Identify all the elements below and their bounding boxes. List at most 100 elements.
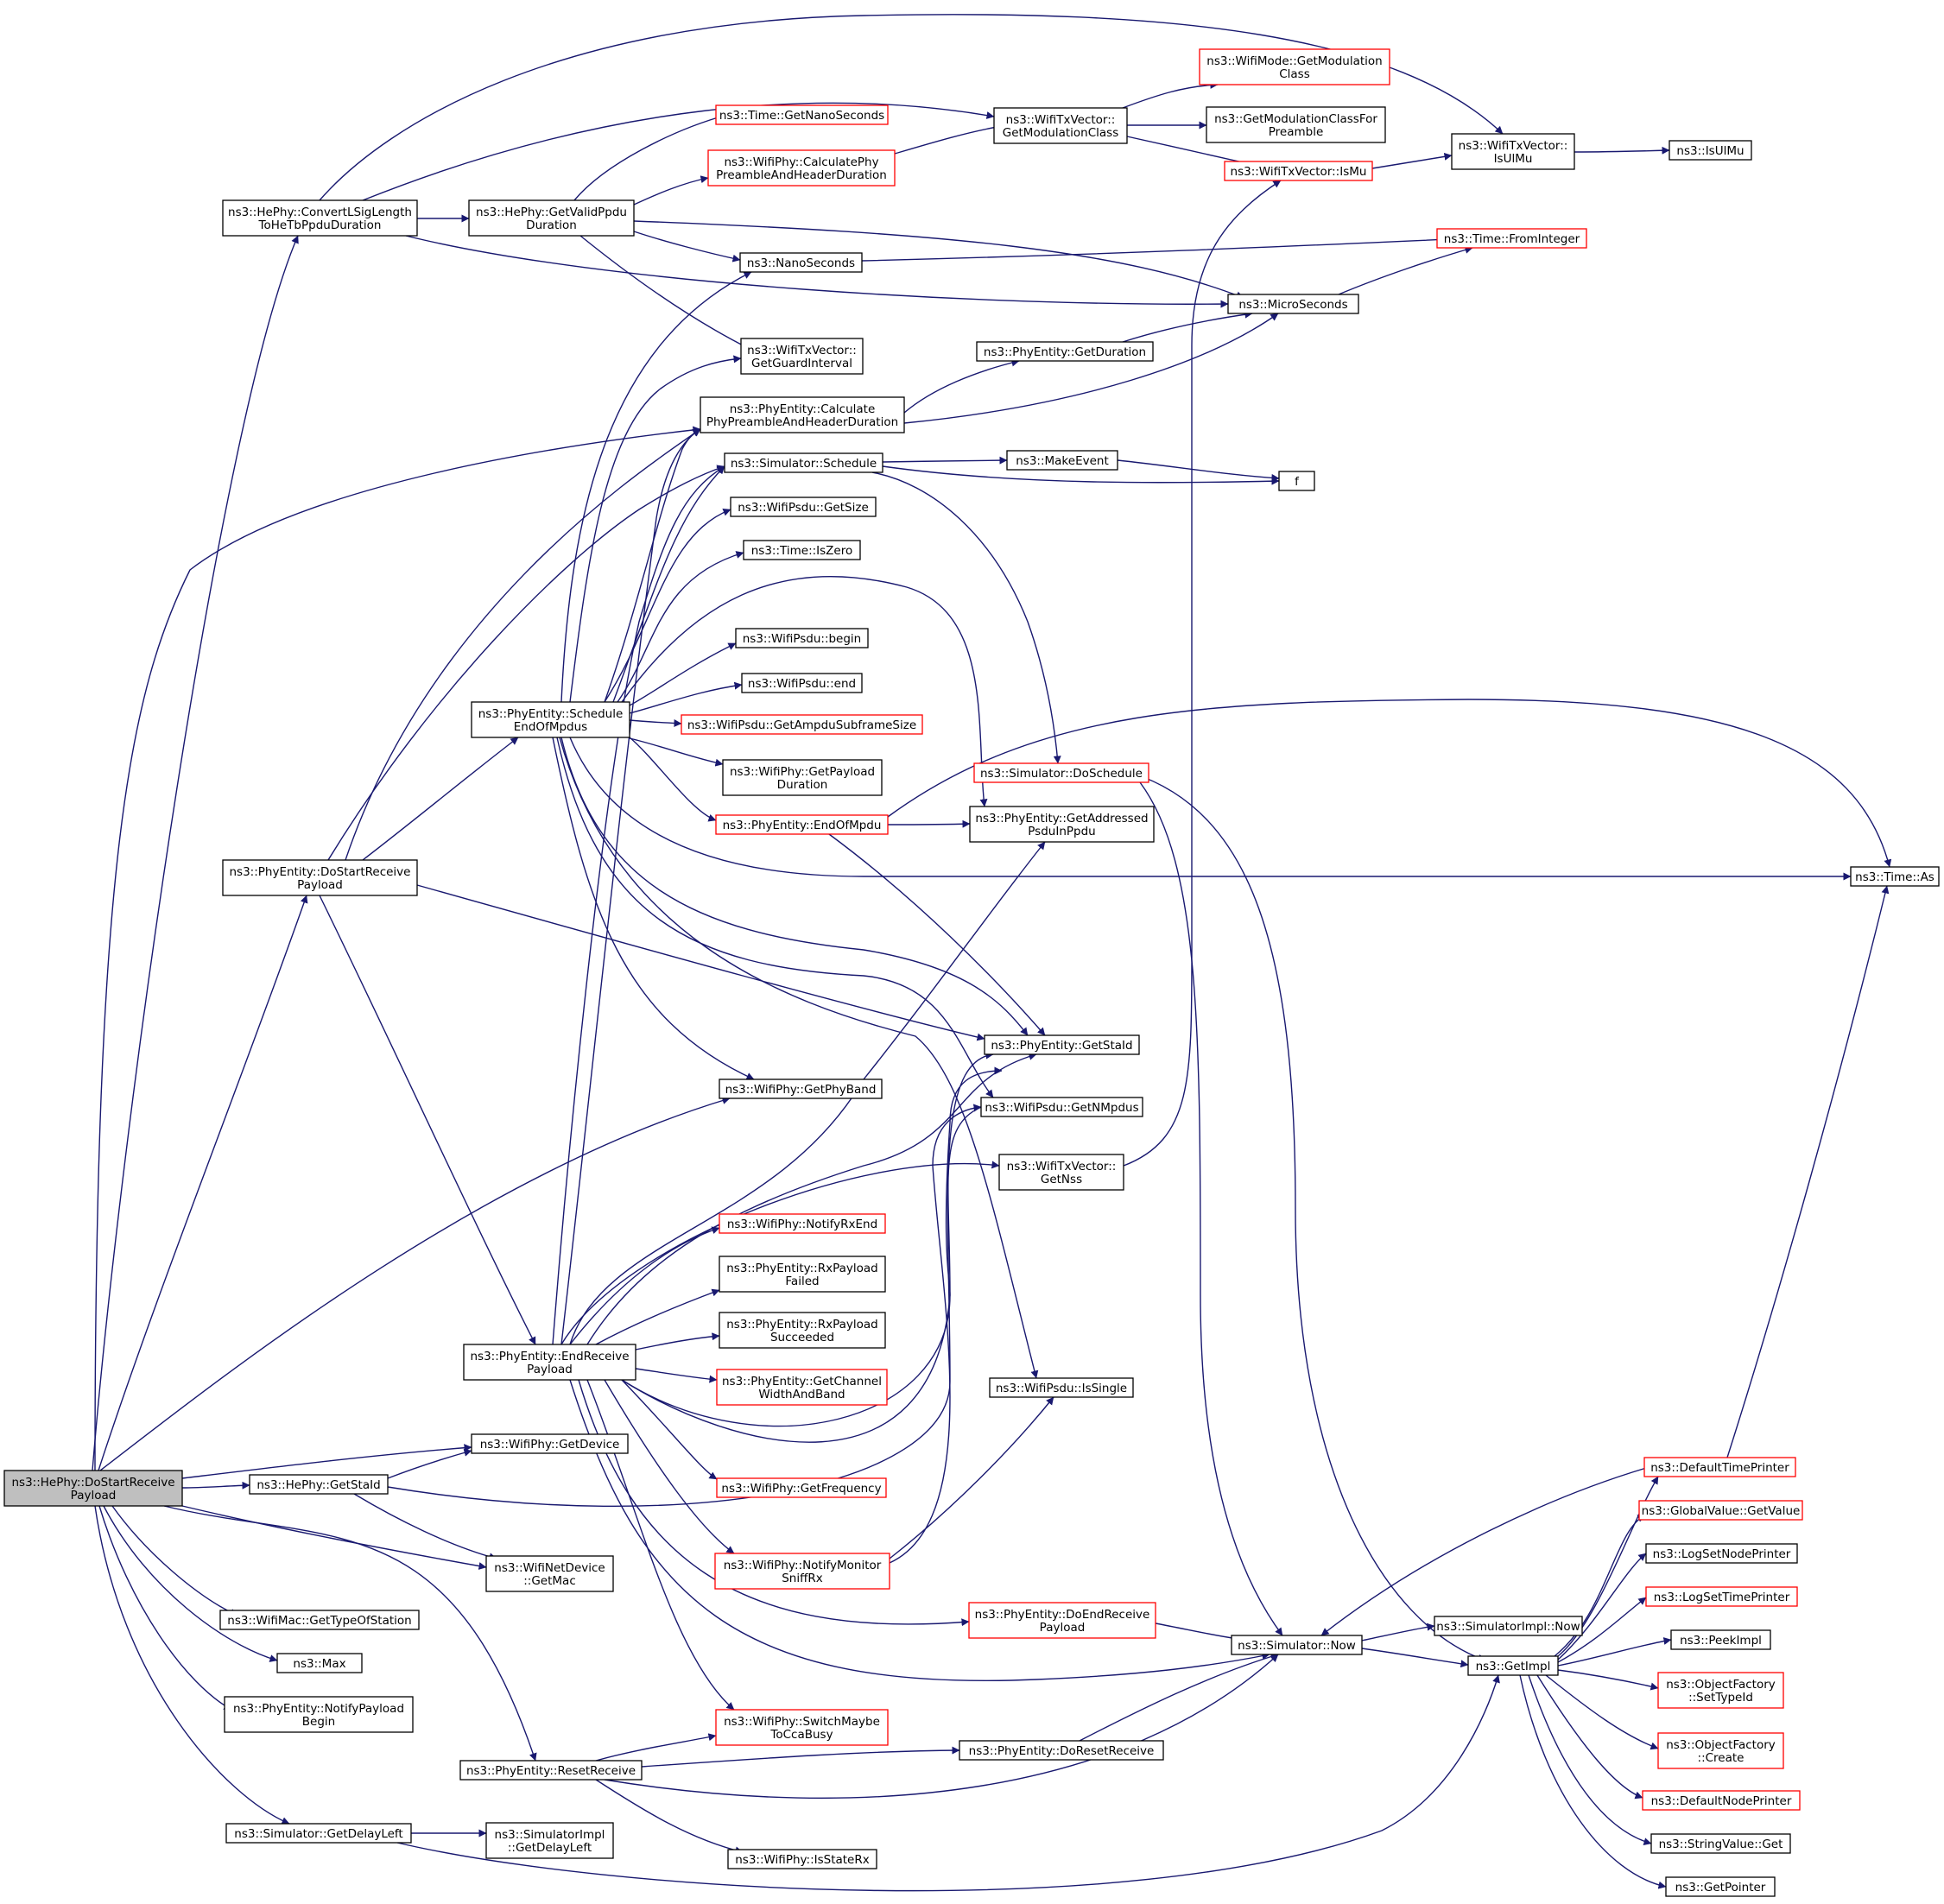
function-node-isstaterx[interactable]: ns3::WifiPhy::IsStateRx <box>727 1849 877 1869</box>
function-node-physband[interactable]: ns3::WifiPhy::GetPhyBand <box>719 1079 883 1099</box>
function-node-logtimeprinter[interactable]: ns3::LogSetTimePrinter <box>1645 1586 1798 1607</box>
function-node-lognodeprinter[interactable]: ns3::LogSetNodePrinter <box>1645 1543 1798 1564</box>
function-node-ampdu[interactable]: ns3::WifiPsdu::GetAmpduSubframeSize <box>681 714 923 735</box>
edge-arrow-path <box>552 737 755 1080</box>
node-box <box>1670 1629 1771 1650</box>
call-edge-getimpl-to-getpointer <box>1519 1674 1667 1889</box>
edge-arrow-path <box>1361 1623 1435 1641</box>
function-node-end[interactable]: ns3::WifiPsdu::end <box>741 673 863 693</box>
function-node-pe_getstaid[interactable]: ns3::PhyEntity::GetStaId <box>984 1034 1140 1055</box>
function-node-pecalc[interactable]: ns3::PhyEntity::CalculatePhyPreambleAndH… <box>700 396 905 433</box>
function-node-calcphy[interactable]: ns3::WifiPhy::CalculatePhyPreambleAndHea… <box>707 149 896 187</box>
call-edge-validppdu-to-getnano <box>573 112 728 201</box>
call-edge-sched_end-to-endofmpdu <box>629 737 717 822</box>
function-node-nmpdus[interactable]: ns3::WifiPsdu::GetNMpdus <box>980 1097 1143 1117</box>
function-node-getdevice[interactable]: ns3::WifiPhy::GetDevice <box>471 1433 629 1454</box>
function-node-resetreceive[interactable]: ns3::PhyEntity::ResetReceive <box>459 1760 643 1781</box>
function-node-isulmu2[interactable]: ns3::IsUlMu <box>1669 140 1752 161</box>
function-node-getnss[interactable]: ns3::WifiTxVector::GetNss <box>998 1154 1124 1191</box>
node-label-line: ns3::WifiTxVector:: <box>1007 1160 1117 1173</box>
function-node-frominteger[interactable]: ns3::Time::FromInteger <box>1436 228 1587 249</box>
function-node-microsec[interactable]: ns3::MicroSeconds <box>1227 294 1359 314</box>
function-node-wifimode[interactable]: ns3::WifiMode::GetModulationClass <box>1199 48 1390 85</box>
function-node-begin[interactable]: ns3::WifiPsdu::begin <box>735 628 869 648</box>
function-node-max[interactable]: ns3::Max <box>276 1653 363 1673</box>
function-node-globalvalue[interactable]: ns3::GlobalValue::GetValue <box>1638 1500 1803 1521</box>
function-node-endofmpdu[interactable]: ns3::PhyEntity::EndOfMpdu <box>715 814 889 835</box>
function-node-convert[interactable]: ns3::HePhy::ConvertLSigLengthToHeTbPpduD… <box>222 199 418 237</box>
function-node-getduration[interactable]: ns3::PhyEntity::GetDuration <box>976 341 1154 362</box>
edge-arrow-path <box>181 1444 472 1479</box>
function-node-peekimpl[interactable]: ns3::PeekImpl <box>1670 1629 1771 1650</box>
node-label-line: ns3::Simulator::Schedule <box>731 457 877 471</box>
node-label-line: ns3::HePhy::DoStartReceive <box>11 1476 174 1490</box>
function-node-issingle[interactable]: ns3::WifiPsdu::IsSingle <box>989 1377 1134 1398</box>
function-node-isulmu[interactable]: ns3::WifiTxVector::IsUlMu <box>1451 133 1575 170</box>
node-box <box>724 452 883 473</box>
node-box <box>989 1377 1134 1398</box>
function-node-stringget[interactable]: ns3::StringValue::Get <box>1650 1833 1791 1854</box>
call-edge-schedule-to-makeevent <box>882 456 1008 465</box>
function-node-defnodeprinter[interactable]: ns3::DefaultNodePrinter <box>1642 1790 1801 1811</box>
node-label-line: ns3::PhyEntity::RxPayload <box>726 1262 878 1275</box>
call-edge-ismu-to-isulmu <box>1371 152 1453 169</box>
function-node-getmodclass[interactable]: ns3::WifiTxVector::GetModulationClass <box>993 107 1128 144</box>
edge-arrow-path <box>94 1505 290 1825</box>
function-node-ismu[interactable]: ns3::WifiTxVector::IsMu <box>1224 161 1373 181</box>
edge-arrow-path <box>569 841 1046 1345</box>
function-node-getnano[interactable]: ns3::Time::GetNanoSeconds <box>715 104 889 125</box>
function-node-guard[interactable]: ns3::WifiTxVector::GetGuardInterval <box>740 338 864 375</box>
function-node-doreset[interactable]: ns3::PhyEntity::DoResetReceive <box>959 1740 1164 1761</box>
function-node-implnow[interactable]: ns3::SimulatorImpl::Now <box>1434 1616 1583 1636</box>
function-node-impldelay[interactable]: ns3::SimulatorImpl::GetDelayLeft <box>485 1822 614 1859</box>
node-box <box>700 396 905 433</box>
function-node-deftimeprinter[interactable]: ns3::DefaultTimePrinter <box>1643 1457 1796 1477</box>
edge-arrow-path <box>559 737 1039 1379</box>
edge-arrow-path <box>416 884 985 1041</box>
function-node-getfreq[interactable]: ns3::WifiPhy::GetFrequency <box>716 1477 887 1498</box>
function-node-schedule[interactable]: ns3::Simulator::Schedule <box>724 452 883 473</box>
function-node-create[interactable]: ns3::ObjectFactory::Create <box>1657 1732 1784 1769</box>
function-node-typeofstation[interactable]: ns3::WifiMac::GetTypeOfStation <box>219 1610 420 1630</box>
edge-arrow-path <box>629 642 737 706</box>
function-node-hestaid[interactable]: ns3::HePhy::GetStaId <box>249 1474 389 1495</box>
function-node-iszero[interactable]: ns3::Time::IsZero <box>743 540 861 560</box>
function-node-getsize[interactable]: ns3::WifiPsdu::GetSize <box>730 497 877 517</box>
function-node-nanosec[interactable]: ns3::NanoSeconds <box>739 252 863 273</box>
node-label-line: ns3::MicroSeconds <box>1238 298 1347 312</box>
function-node-getmac[interactable]: ns3::WifiNetDevice::GetMac <box>485 1555 614 1592</box>
function-node-getpointer[interactable]: ns3::GetPointer <box>1665 1876 1776 1897</box>
function-node-notifyrxend[interactable]: ns3::WifiPhy::NotifyRxEnd <box>719 1213 886 1234</box>
node-box <box>715 814 889 835</box>
function-node-simnow[interactable]: ns3::Simulator::Now <box>1231 1635 1363 1655</box>
function-node-getdelayleft[interactable]: ns3::Simulator::GetDelayLeft <box>225 1823 412 1844</box>
edge-arrow-path <box>903 358 1020 414</box>
node-box <box>993 107 1128 144</box>
function-node-settypeid[interactable]: ns3::ObjectFactory::SetTypeId <box>1657 1672 1784 1709</box>
function-node-doschedule[interactable]: ns3::Simulator::DoSchedule <box>973 762 1149 783</box>
call-edge-schedule-to-f <box>882 465 1280 485</box>
function-node-f[interactable]: f <box>1278 471 1315 491</box>
call-edge-validppdu-to-microsec <box>633 220 1244 300</box>
edge-arrow-path <box>635 1368 718 1383</box>
function-node-getimpl[interactable]: ns3::GetImpl <box>1467 1655 1559 1676</box>
function-node-timeas[interactable]: ns3::Time::As <box>1850 866 1940 887</box>
function-node-makeevent[interactable]: ns3::MakeEvent <box>1006 450 1118 471</box>
edge-arrow-path <box>181 1505 487 1570</box>
